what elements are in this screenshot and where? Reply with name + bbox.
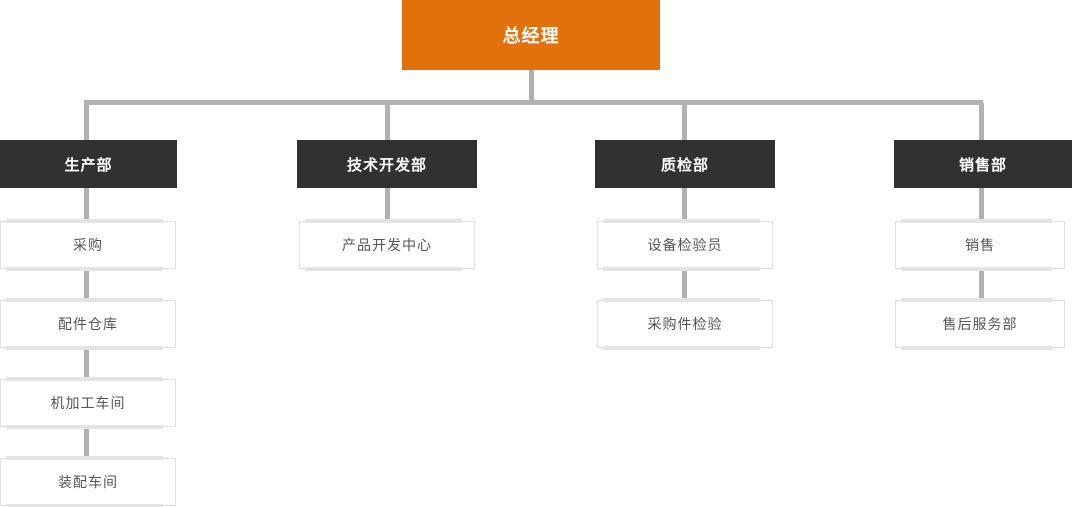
org-node-dept-0: 生产部 — [0, 140, 177, 188]
org-node-leaf-3-1: 售后服务部 — [895, 298, 1065, 350]
org-node-dept-2: 质检部 — [595, 140, 775, 188]
connector-vertical-0-1 — [84, 269, 89, 300]
org-node-leaf-0-2-label: 机加工车间 — [50, 395, 126, 411]
org-node-leaf-0-0: 采购 — [0, 219, 176, 271]
org-node-leaf-3-1-label: 售后服务部 — [942, 316, 1018, 332]
connector-vertical-0-3 — [84, 427, 89, 458]
org-node-leaf-3-0-label: 销售 — [965, 237, 995, 253]
org-node-leaf-0-1-label: 配件仓库 — [58, 316, 118, 332]
org-node-root: 总经理 — [402, 0, 660, 70]
connector-vertical-0-0 — [84, 188, 89, 221]
connector-vertical-3-1 — [979, 269, 984, 300]
org-node-dept-3: 销售部 — [894, 140, 1072, 188]
org-node-dept-3-label: 销售部 — [958, 156, 1007, 174]
org-node-leaf-0-3: 装配车间 — [0, 456, 176, 507]
connector-dept-drop-2 — [682, 103, 687, 140]
org-node-root-label: 总经理 — [502, 26, 560, 46]
org-node-leaf-2-0: 设备检验员 — [597, 219, 773, 271]
org-node-leaf-2-1-label: 采购件检验 — [647, 316, 723, 332]
connector-dept-drop-0 — [84, 103, 89, 140]
org-node-dept-1-label: 技术开发部 — [346, 156, 427, 174]
connector-dept-drop-3 — [979, 103, 984, 140]
org-node-leaf-1-0-label: 产品开发中心 — [342, 237, 432, 253]
org-node-dept-2-label: 质检部 — [660, 156, 709, 174]
org-node-leaf-1-0: 产品开发中心 — [299, 219, 475, 271]
org-node-leaf-2-1: 采购件检验 — [597, 298, 773, 350]
org-node-dept-1: 技术开发部 — [297, 140, 477, 188]
org-node-leaf-0-0-label: 采购 — [73, 237, 103, 253]
connector-vertical-1-0 — [385, 188, 390, 221]
org-node-leaf-0-1: 配件仓库 — [0, 298, 176, 350]
org-node-leaf-2-0-label: 设备检验员 — [647, 237, 723, 253]
connector-trunk-horizontal — [84, 100, 983, 105]
org-node-leaf-0-3-label: 装配车间 — [58, 474, 118, 490]
org-node-dept-0-label: 生产部 — [64, 156, 113, 174]
org-node-leaf-0-2: 机加工车间 — [0, 377, 176, 429]
connector-vertical-2-0 — [682, 188, 687, 221]
connector-dept-drop-1 — [385, 103, 390, 140]
org-node-leaf-3-0: 销售 — [895, 219, 1065, 271]
connector-root-stub — [529, 70, 534, 105]
connector-vertical-0-2 — [84, 348, 89, 379]
connector-vertical-3-0 — [979, 188, 984, 221]
connector-vertical-2-1 — [682, 269, 687, 300]
